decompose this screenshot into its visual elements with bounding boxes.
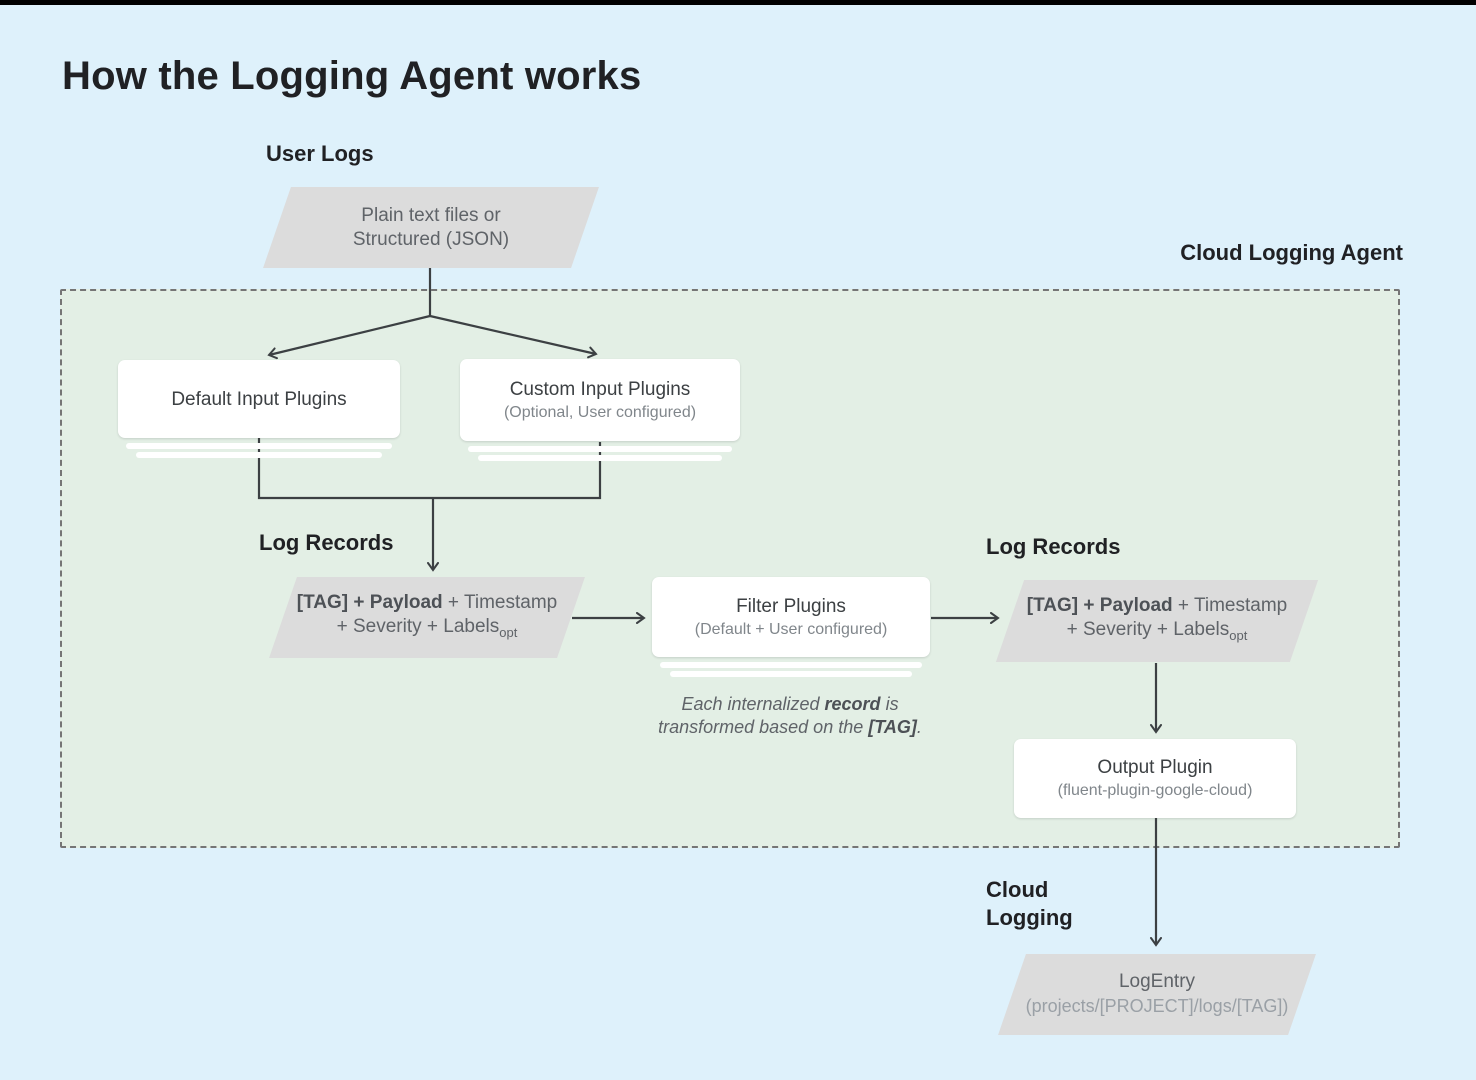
default-input-plugins-title: Default Input Plugins [171, 388, 347, 410]
output-plugin-subtitle: (fluent-plugin-google-cloud) [1057, 782, 1253, 799]
filter-caption: Each internalized record is transformed … [658, 694, 922, 737]
user-logs-shape-line1: Plain text files or [361, 204, 501, 226]
log-entry-subtitle: (projects/[PROJECT]/logs/[TAG]) [1025, 996, 1289, 1016]
filter-plugins-subtitle: (Default + User configured) [694, 620, 888, 638]
log-record-left-line1: [TAG] + Payload + Timestamp [296, 591, 558, 613]
cloud-logging-label-line1: Cloud [986, 877, 1049, 902]
log-record-shape-right: [TAG] + Payload + Timestamp + Severity +… [1010, 580, 1304, 662]
cloud-logging-label-line2: Logging [986, 905, 1073, 930]
arrow-to-custom-input [429, 314, 598, 359]
diagram-title: How the Logging Agent works [62, 54, 642, 98]
user-logs-label: User Logs [266, 141, 374, 166]
filter-plugins-title: Filter Plugins [736, 595, 846, 617]
default-input-plugins-node: Default Input Plugins [118, 360, 400, 438]
top-border-bar [0, 0, 1476, 5]
user-logs-shape-line2: Structured (JSON) [352, 228, 510, 250]
default-input-stack-stripe [126, 443, 392, 449]
log-record-right-line2: + Severity + Labelsopt [1066, 619, 1248, 643]
custom-input-stack-stripe [478, 455, 722, 461]
cloud-logging-agent-label: Cloud Logging Agent [1180, 240, 1403, 265]
custom-input-plugins-subtitle: (Optional, User configured) [503, 403, 697, 421]
output-plugin-title: Output Plugin [1097, 757, 1213, 778]
arrow-to-default-input [267, 314, 431, 360]
log-entry-title: LogEntry [1118, 971, 1196, 992]
custom-input-plugins-node: Custom Input Plugins (Optional, User con… [460, 359, 740, 441]
custom-input-plugins-title: Custom Input Plugins [509, 378, 691, 400]
custom-input-stack-stripe [468, 446, 732, 452]
user-logs-shape: Plain text files or Structured (JSON) [277, 187, 585, 268]
filter-plugins-node: Filter Plugins (Default + User configure… [652, 577, 930, 657]
log-record-shape-left: [TAG] + Payload + Timestamp + Severity +… [283, 577, 571, 658]
default-input-stack-stripe [136, 452, 382, 458]
filter-plugins-stack-stripe [670, 671, 912, 677]
log-records-label-right: Log Records [986, 534, 1121, 559]
cloud-logging-label: Cloud Logging [986, 876, 1073, 932]
merge-connector [257, 438, 602, 500]
filter-plugins-stack-stripe [660, 662, 922, 668]
log-record-left-line2: + Severity + Labelsopt [336, 615, 518, 640]
log-records-label-left: Log Records [259, 530, 394, 555]
log-entry-shape: LogEntry (projects/[PROJECT]/logs/[TAG]) [1012, 954, 1302, 1035]
log-record-right-line1: [TAG] + Payload + Timestamp [1026, 595, 1288, 617]
output-plugin-node: Output Plugin (fluent-plugin-google-clou… [1014, 739, 1296, 818]
